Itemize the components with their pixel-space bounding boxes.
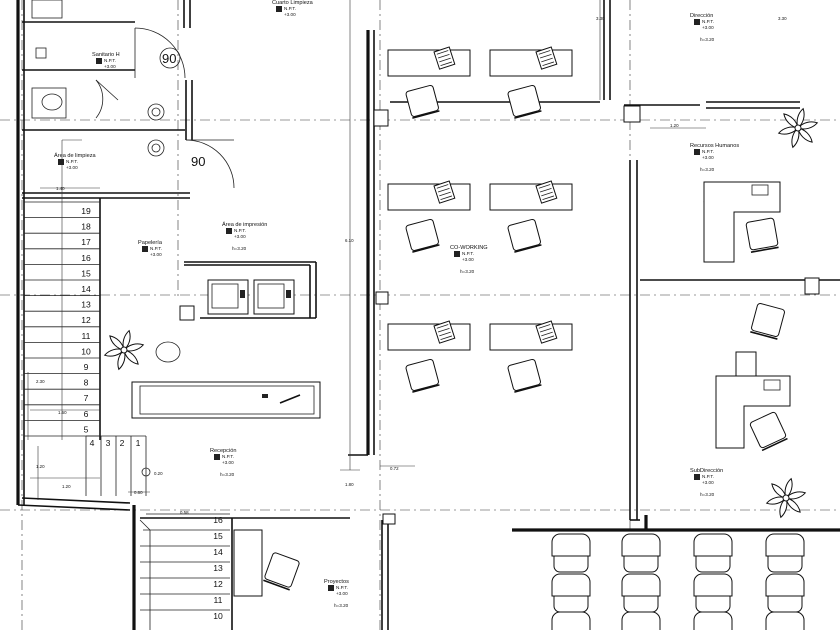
stair-step-number: 2 bbox=[120, 438, 125, 448]
stair-step-number: 9 bbox=[84, 362, 89, 372]
room-level: +3.00 bbox=[336, 591, 348, 596]
stair-step-number: 16 bbox=[81, 253, 91, 263]
stair-step-number: 15 bbox=[81, 268, 91, 278]
room-name: Área de impresión bbox=[222, 221, 267, 228]
reception-desk bbox=[131, 341, 321, 419]
dim-text: 1.60 bbox=[58, 410, 67, 415]
stair-step-number: 18 bbox=[81, 222, 91, 232]
room-level: +3.00 bbox=[150, 252, 162, 257]
room-height: h=3.20 bbox=[700, 167, 715, 172]
room-npt: N.P.T. bbox=[222, 454, 234, 459]
stair-step-number: 12 bbox=[81, 315, 91, 325]
stair-step-number: 3 bbox=[106, 438, 111, 448]
stair-step-number: 13 bbox=[213, 563, 223, 573]
dim-text: 1.40 bbox=[56, 186, 65, 191]
office-desks bbox=[703, 181, 791, 449]
sanitary-fixtures bbox=[31, 0, 165, 157]
stair-step-number: 1 bbox=[136, 438, 141, 448]
stair-step-number: 14 bbox=[213, 547, 223, 557]
room-npt: N.P.T. bbox=[284, 6, 296, 11]
dim-text: 2.30 bbox=[36, 379, 45, 384]
dimension-lines bbox=[27, 0, 706, 500]
stair-step-number: 8 bbox=[84, 378, 89, 388]
room-name: SubDirección bbox=[690, 468, 723, 474]
stair-step-number: 10 bbox=[213, 611, 223, 621]
room-height: h=3.20 bbox=[232, 246, 247, 251]
room-npt: N.P.T. bbox=[462, 251, 474, 256]
dim-text: 1.20 bbox=[62, 484, 71, 489]
plant-icons bbox=[103, 107, 819, 519]
stair-step-number: 10 bbox=[81, 346, 91, 356]
room-npt: N.P.T. bbox=[702, 474, 714, 479]
room-name: Papelería bbox=[138, 240, 163, 246]
room-height: h=3.20 bbox=[220, 472, 235, 477]
room-npt: N.P.T. bbox=[702, 19, 714, 24]
dim-text: 3.30 bbox=[596, 16, 605, 21]
room-height: h=3.20 bbox=[700, 37, 715, 42]
room-npt: N.P.T. bbox=[702, 149, 714, 154]
printers bbox=[207, 279, 295, 315]
dim-text: 1.80 bbox=[345, 482, 354, 487]
dim-text: 1.20 bbox=[670, 123, 679, 128]
dimension-labels: 3.30 3.30 1.20 6.10 1.40 2.30 1.60 1.20 … bbox=[36, 16, 787, 515]
dim-text: 1.20 bbox=[36, 464, 45, 469]
stair-step-number: 15 bbox=[213, 531, 223, 541]
door-tag: 90 bbox=[162, 51, 176, 66]
stair-step-number: 12 bbox=[213, 579, 223, 589]
room-level: +3.00 bbox=[702, 155, 714, 160]
dim-text: 0.72 bbox=[390, 466, 399, 471]
stair-step-number: 16 bbox=[213, 515, 223, 525]
stair-step-number: 17 bbox=[81, 237, 91, 247]
projects-desk bbox=[233, 529, 263, 597]
room-level: +3.00 bbox=[104, 64, 116, 69]
stair-step-number: 4 bbox=[90, 438, 95, 448]
room-level: +3.00 bbox=[702, 480, 714, 485]
room-level: +3.00 bbox=[66, 165, 78, 170]
stair-step-number: 6 bbox=[84, 409, 89, 419]
stair-step-number: 7 bbox=[84, 393, 89, 403]
room-name: Área de limpieza bbox=[54, 152, 97, 159]
stair-step-number: 5 bbox=[84, 424, 89, 434]
doors bbox=[95, 27, 235, 189]
room-level: +3.00 bbox=[702, 25, 714, 30]
conference-chairs bbox=[551, 533, 805, 630]
walls bbox=[16, 0, 840, 630]
door-tag: 90 bbox=[191, 154, 205, 169]
room-name: Proyectos bbox=[324, 579, 349, 585]
room-npt: N.P.T. bbox=[150, 246, 162, 251]
room-height: h=3.20 bbox=[460, 269, 475, 274]
room-name: Sanitario H bbox=[92, 52, 120, 58]
dim-text: 6.10 bbox=[345, 238, 354, 243]
room-npt: N.P.T. bbox=[234, 228, 246, 233]
room-level: +3.00 bbox=[284, 12, 296, 17]
stair-step-number: 11 bbox=[214, 595, 223, 605]
room-height: h=3.20 bbox=[700, 492, 715, 497]
room-height: h=3.20 bbox=[334, 603, 349, 608]
room-name: Recepción bbox=[210, 448, 236, 454]
stair-step-number: 19 bbox=[81, 206, 91, 216]
dim-text: 0.20 bbox=[154, 471, 163, 476]
room-npt: N.P.T. bbox=[66, 159, 78, 164]
dim-text: 0.60 bbox=[134, 490, 143, 495]
room-name: CO-WORKING bbox=[450, 245, 488, 251]
stair-step-number: 14 bbox=[81, 284, 91, 294]
door-tags: 90 90 bbox=[162, 51, 205, 169]
staircase-lower: 16 15 14 13 12 11 10 bbox=[139, 513, 230, 630]
stair-step-number: 11 bbox=[82, 331, 91, 341]
stair-step-number: 13 bbox=[81, 300, 91, 310]
room-npt: N.P.T. bbox=[104, 58, 116, 63]
room-name: Dirección bbox=[690, 13, 713, 19]
room-level: +3.00 bbox=[222, 460, 234, 465]
room-level: +3.00 bbox=[462, 257, 474, 262]
dim-text: 3.30 bbox=[778, 16, 787, 21]
room-npt: N.P.T. bbox=[336, 585, 348, 590]
room-name: Recursos Humanos bbox=[690, 143, 739, 149]
dim-text: 0.58 bbox=[180, 510, 189, 515]
room-level: +3.00 bbox=[234, 234, 246, 239]
room-name: Cuarto Limpieza bbox=[272, 0, 314, 6]
